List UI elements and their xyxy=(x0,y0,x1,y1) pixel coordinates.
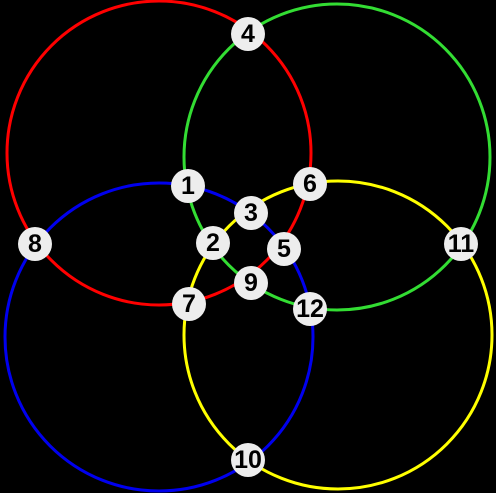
node-10: 10 xyxy=(231,443,265,477)
yellow-circle xyxy=(182,179,494,491)
node-11: 11 xyxy=(444,227,478,261)
node-9: 9 xyxy=(234,266,268,300)
node-4: 4 xyxy=(231,17,265,51)
svg-text:3: 3 xyxy=(244,199,258,227)
node-7: 7 xyxy=(172,287,206,321)
green-circle xyxy=(182,2,492,312)
svg-text:9: 9 xyxy=(244,269,258,297)
svg-text:5: 5 xyxy=(277,235,291,263)
node-1: 1 xyxy=(171,169,205,203)
svg-text:1: 1 xyxy=(181,172,195,200)
svg-text:8: 8 xyxy=(28,230,42,258)
svg-text:7: 7 xyxy=(182,290,196,318)
red-circle xyxy=(5,0,313,307)
node-5: 5 xyxy=(267,232,301,266)
svg-text:12: 12 xyxy=(296,295,324,323)
node-12: 12 xyxy=(293,292,327,326)
svg-text:4: 4 xyxy=(241,20,255,48)
blue-circle xyxy=(3,181,315,493)
node-3: 3 xyxy=(234,196,268,230)
node-6: 6 xyxy=(293,167,327,201)
svg-text:2: 2 xyxy=(206,229,220,257)
svg-text:10: 10 xyxy=(234,446,262,474)
svg-text:6: 6 xyxy=(303,170,317,198)
node-8: 8 xyxy=(18,227,52,261)
node-2: 2 xyxy=(196,226,230,260)
svg-text:11: 11 xyxy=(448,230,475,258)
